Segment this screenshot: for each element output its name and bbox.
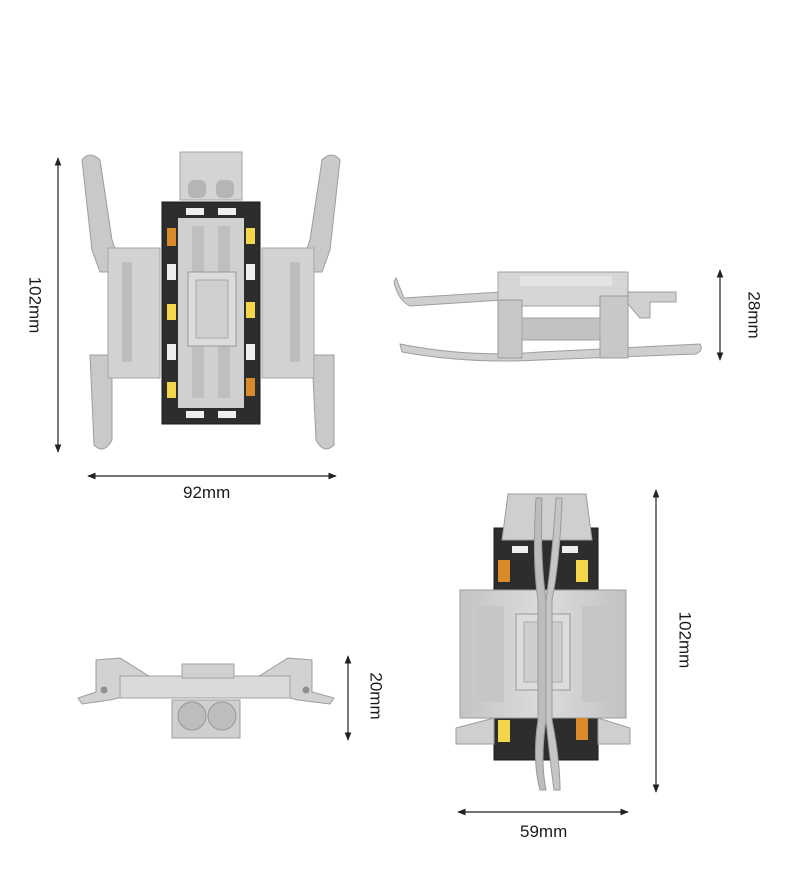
side-front-bracket: [497, 299, 523, 359]
left-leg-rear: [89, 354, 113, 450]
right-bracket: [261, 247, 315, 379]
folded-view: [455, 493, 631, 791]
side-view: [393, 271, 702, 362]
side-rear-bracket: [599, 295, 629, 359]
side-clip: [627, 291, 677, 319]
label-top-view-height: 102mm: [25, 276, 45, 334]
label-side-view-height: 28mm: [744, 291, 764, 339]
label-top-view-width: 92mm: [183, 483, 231, 502]
folded-legs: [533, 497, 547, 791]
top-view-unfolded: [81, 151, 341, 450]
label-front-view-height: 20mm: [366, 672, 386, 720]
side-upper-leg: [393, 276, 503, 307]
label-folded-width: 59mm: [520, 822, 568, 841]
right-leg-rear: [311, 354, 335, 450]
front-view: [77, 657, 335, 739]
front-body: [119, 675, 291, 699]
label-folded-height: 102mm: [675, 611, 695, 669]
side-lower-leg: [399, 343, 702, 362]
left-bracket: [107, 247, 161, 379]
folded-top-clip: [501, 493, 593, 541]
